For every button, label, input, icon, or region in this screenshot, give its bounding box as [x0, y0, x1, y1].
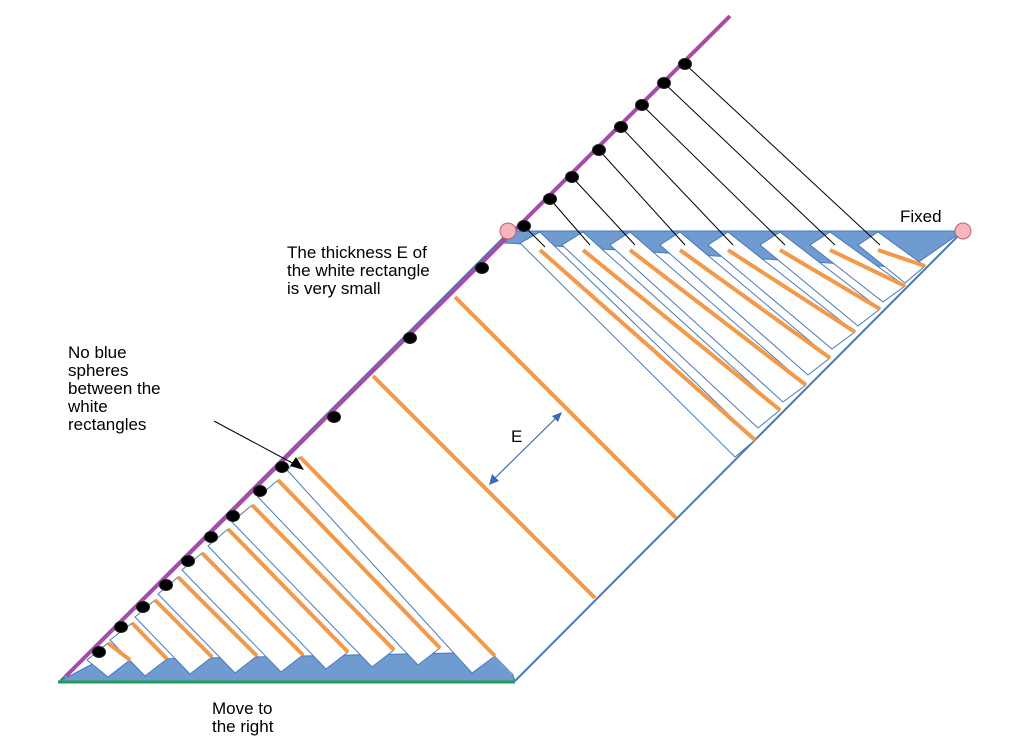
black-sphere [403, 332, 417, 344]
black-sphere [635, 99, 649, 111]
orange-edge-line [678, 248, 832, 360]
orange-edge-line [250, 503, 396, 652]
move-right-label: Move to the right [212, 699, 277, 736]
pivot-point-right [954, 222, 972, 240]
black-sphere [136, 601, 150, 613]
connector-line [620, 126, 734, 246]
black-sphere [114, 621, 128, 633]
fixed-label: Fixed [900, 207, 942, 226]
white-rectangle-wide [300, 376, 595, 676]
annotation-arrow-head [290, 457, 304, 470]
diagram-shapes [58, 14, 972, 684]
orange-edge-line [176, 575, 259, 658]
connector-line [663, 82, 836, 246]
orange-edge-line [829, 248, 906, 288]
black-sphere [253, 485, 267, 497]
orange-edge-line [628, 248, 808, 387]
connector-line [641, 104, 786, 246]
orange-edge-line [153, 598, 214, 659]
orange-edge-line [200, 551, 305, 657]
connector-line [598, 149, 686, 246]
black-sphere [159, 579, 173, 591]
no-blue-note-line-2: spheres [68, 361, 128, 380]
black-sphere [327, 411, 341, 423]
thickness-note-line-3: is very small [287, 279, 381, 298]
black-sphere [657, 77, 671, 89]
black-sphere [204, 531, 218, 543]
black-sphere [543, 193, 557, 205]
dimension-label-e: E [511, 427, 522, 446]
orange-edge-line [726, 248, 857, 334]
thickness-note: The thickness E of the white rectangle i… [287, 243, 434, 298]
black-sphere [565, 171, 579, 183]
orange-edge-line [538, 248, 757, 442]
orange-edge-line [298, 455, 497, 658]
no-blue-note-line-5: rectangles [68, 415, 146, 434]
orange-edge-line [106, 641, 132, 662]
black-sphere [475, 262, 489, 274]
black-sphere [181, 555, 195, 567]
orange-edge-line [276, 478, 442, 650]
dimension-arrow-head [489, 474, 499, 485]
move-label-line-2: the right [212, 717, 274, 736]
dimension-arrow-line [494, 417, 557, 479]
connector-line [571, 176, 636, 246]
orange-edge-line [778, 248, 882, 311]
diagram-labels: The thickness E of the white rectangle i… [67, 207, 942, 736]
annotation-arrow-line [213, 420, 297, 466]
black-sphere [226, 510, 240, 522]
orange-edge-line [226, 527, 350, 654]
black-sphere [614, 121, 628, 133]
black-sphere [275, 461, 289, 473]
no-blue-note-line-4: white [67, 397, 108, 416]
black-sphere [517, 220, 531, 232]
right-blue-edge [514, 230, 964, 682]
thickness-note-line-2: the white rectangle [287, 261, 430, 280]
pivot-point-left [499, 222, 517, 240]
no-blue-note-line-3: between the [68, 379, 161, 398]
move-label-line-1: Move to [212, 699, 272, 718]
orange-edge-line [581, 248, 782, 412]
white-rectangle-wide [373, 297, 676, 598]
black-sphere [592, 144, 606, 156]
black-sphere [678, 58, 692, 70]
no-blue-spheres-note: No blue spheres between the white rectan… [67, 343, 165, 434]
thickness-note-line-1: The thickness E of [287, 243, 427, 262]
connector-line [684, 63, 881, 246]
connector-line [549, 198, 591, 246]
dimension-arrow-head [552, 412, 562, 422]
orange-edge-line [877, 248, 926, 268]
orange-edge-line [130, 621, 169, 661]
orange-edge-line [453, 295, 678, 520]
black-sphere [92, 646, 106, 658]
white-rectangle-wide [455, 245, 735, 518]
orange-edge-line [371, 374, 597, 600]
no-blue-note-line-1: No blue [68, 343, 127, 362]
